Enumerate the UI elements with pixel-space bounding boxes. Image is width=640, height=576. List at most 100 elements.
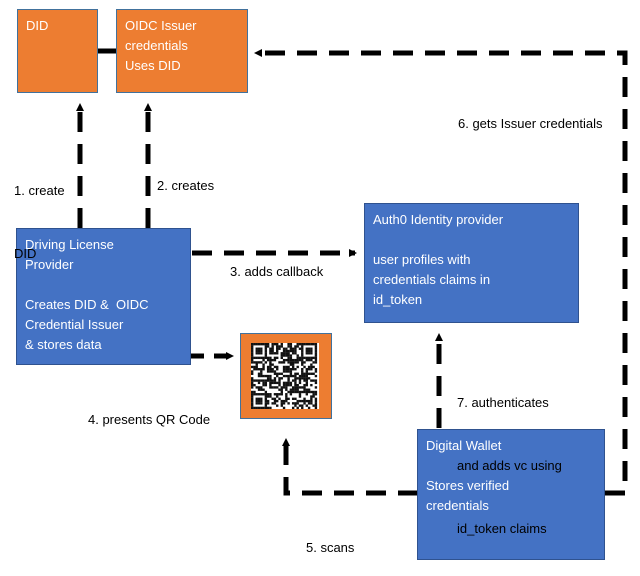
qr-module <box>287 343 290 346</box>
qr-module <box>271 370 274 373</box>
qr-module <box>307 347 311 350</box>
qr-module <box>285 347 288 350</box>
qr-module <box>257 402 261 405</box>
qr-module <box>282 381 286 385</box>
qr-module <box>260 356 263 360</box>
qr-module <box>264 347 268 350</box>
qr-module <box>269 377 272 380</box>
qr-module <box>260 368 263 371</box>
qr-module <box>280 356 283 360</box>
qr-module <box>273 356 277 360</box>
qr-module <box>294 397 297 400</box>
qr-module <box>287 397 290 400</box>
qr-module <box>312 395 315 398</box>
oidc-issuer-line: OIDC Issuer <box>125 18 197 33</box>
qr-module <box>271 358 274 362</box>
oidc-issuer-line: credentials <box>125 38 188 53</box>
qr-module <box>251 356 254 360</box>
qr-module <box>303 372 306 375</box>
qr-module <box>294 381 297 385</box>
qr-module <box>251 370 254 373</box>
qr-module <box>310 365 313 369</box>
qr-module <box>285 393 288 396</box>
edge-6-gets-issuer-credentials <box>254 49 628 496</box>
qr-module <box>287 352 290 355</box>
qr-module <box>285 354 288 357</box>
qr-module <box>280 386 283 389</box>
qr-module <box>260 370 263 373</box>
qr-module <box>312 343 315 346</box>
qr-module <box>251 343 254 346</box>
qr-module <box>262 343 265 346</box>
qr-module <box>291 349 295 353</box>
qr-module <box>310 349 313 353</box>
qr-module <box>276 372 279 375</box>
qr-module <box>312 365 315 369</box>
qr-module <box>260 343 263 346</box>
qr-module <box>280 361 283 364</box>
qr-module <box>264 393 268 396</box>
qr-module <box>296 402 299 405</box>
qr-module <box>310 395 313 398</box>
qr-module <box>305 393 308 396</box>
edge-1-label: 1. create DID <box>14 138 65 285</box>
qr-module <box>251 349 254 353</box>
qr-module <box>314 399 318 403</box>
qr-module <box>291 397 295 400</box>
qr-module <box>251 404 254 407</box>
qr-module <box>255 406 258 409</box>
edge-2-label-line: 2. creates <box>157 178 215 193</box>
qr-module <box>280 390 283 394</box>
qr-module <box>314 390 318 394</box>
qr-module <box>314 345 318 348</box>
qr-module <box>307 365 311 369</box>
qr-module <box>276 356 279 360</box>
qr-module <box>264 381 268 385</box>
qr-module <box>278 383 281 387</box>
qr-module <box>305 372 308 375</box>
qr-module <box>257 356 261 360</box>
qr-module <box>314 379 318 382</box>
qr-module <box>251 354 254 357</box>
qr-module <box>303 377 306 380</box>
qr-module <box>289 358 293 362</box>
qr-module <box>289 390 293 394</box>
qr-module <box>276 399 279 403</box>
qr-module <box>296 358 299 362</box>
qr-module <box>251 402 254 405</box>
edge-1-label-line: DID <box>14 246 37 261</box>
qr-module <box>269 406 272 409</box>
qr-module <box>307 377 311 380</box>
qr-module <box>294 390 297 394</box>
qr-module <box>282 349 286 353</box>
qr-module <box>287 345 290 348</box>
qr-module <box>296 386 299 389</box>
qr-module <box>276 374 279 378</box>
qr-module <box>305 404 308 407</box>
qr-module <box>282 358 286 362</box>
qr-module <box>301 352 304 355</box>
qr-module <box>285 381 288 385</box>
qr-module <box>273 365 277 369</box>
qr-module <box>301 363 304 366</box>
edge-4-label: 4. presents QR Code <box>88 372 210 448</box>
qr-module <box>257 372 261 375</box>
qr-module <box>269 395 272 398</box>
qr-module <box>257 343 261 346</box>
qr-module <box>301 345 304 348</box>
qr-module <box>260 386 263 389</box>
qr-module <box>314 347 318 350</box>
qr-module <box>269 356 272 360</box>
qr-module <box>294 379 297 382</box>
qr-module <box>276 345 279 348</box>
qr-module <box>253 379 256 382</box>
qr-module <box>291 365 295 369</box>
qr-module <box>298 393 302 396</box>
qr-module <box>280 343 283 346</box>
qr-module <box>282 386 286 389</box>
qr-module <box>273 379 277 382</box>
driving-license-line: Provider <box>25 257 74 272</box>
qr-module <box>264 374 268 378</box>
driving-license-line: & stores data <box>25 337 102 352</box>
